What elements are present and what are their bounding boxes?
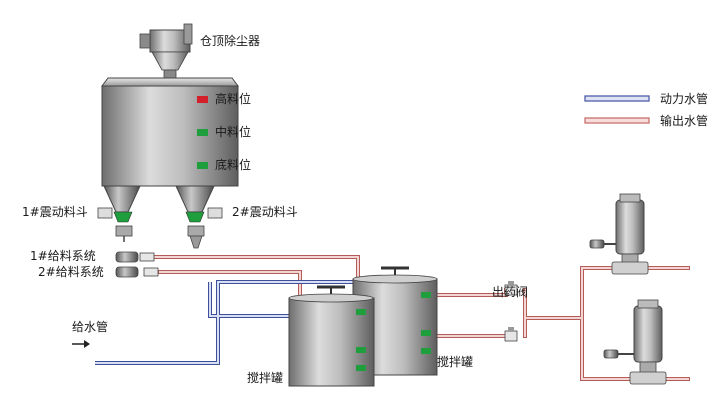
mixing-tank-back-label: 搅拌罐: [437, 355, 474, 369]
legend-output-water-swatch: [584, 117, 650, 124]
feed-system-2-device: [115, 266, 159, 278]
silo: [101, 77, 239, 213]
vibrating-hopper-1-label: 1#震动料斗: [22, 205, 88, 219]
vibrating-hopper-1: [97, 207, 133, 242]
feed-system-1-device: [115, 251, 155, 263]
legend-output-water-label: 输出水管: [660, 114, 709, 128]
vibrating-hopper-2-label: 2#震动料斗: [232, 205, 298, 219]
low-level-label: 底料位: [215, 158, 252, 172]
vibrating-hopper-2: [185, 207, 223, 249]
pump-unit-lower: [603, 299, 667, 385]
level-indicator-low: [197, 162, 208, 169]
legend-power-water-swatch: [584, 95, 650, 102]
power-water-pipes: [95, 280, 356, 365]
dust-collector-label: 仓顶除尘器: [200, 34, 261, 48]
high-level-label: 高料位: [215, 92, 252, 106]
outlet-valve-label: 出药阀: [492, 285, 529, 299]
mixing-tank-front-label: 搅拌罐: [247, 371, 284, 385]
level-indicator-mid: [197, 129, 208, 136]
outlet-valve-2: [504, 327, 518, 342]
legend-power-water-label: 动力水管: [660, 92, 709, 106]
feed-system-2-label: 2#给料系统: [38, 265, 104, 279]
mid-level-label: 中料位: [215, 125, 252, 139]
output-water-pipes: [153, 255, 690, 381]
level-indicator-high: [197, 96, 208, 103]
pump-unit-upper: [589, 193, 649, 275]
legend: [584, 95, 650, 124]
water-supply-label: 给水管: [72, 320, 109, 334]
mixing-tank-front: [288, 285, 375, 387]
feed-system-1-label: 1#给料系统: [30, 249, 96, 263]
outlet-valve-1: [504, 281, 518, 296]
dust-collector: [139, 23, 193, 79]
water-supply-arrow: [72, 340, 90, 348]
